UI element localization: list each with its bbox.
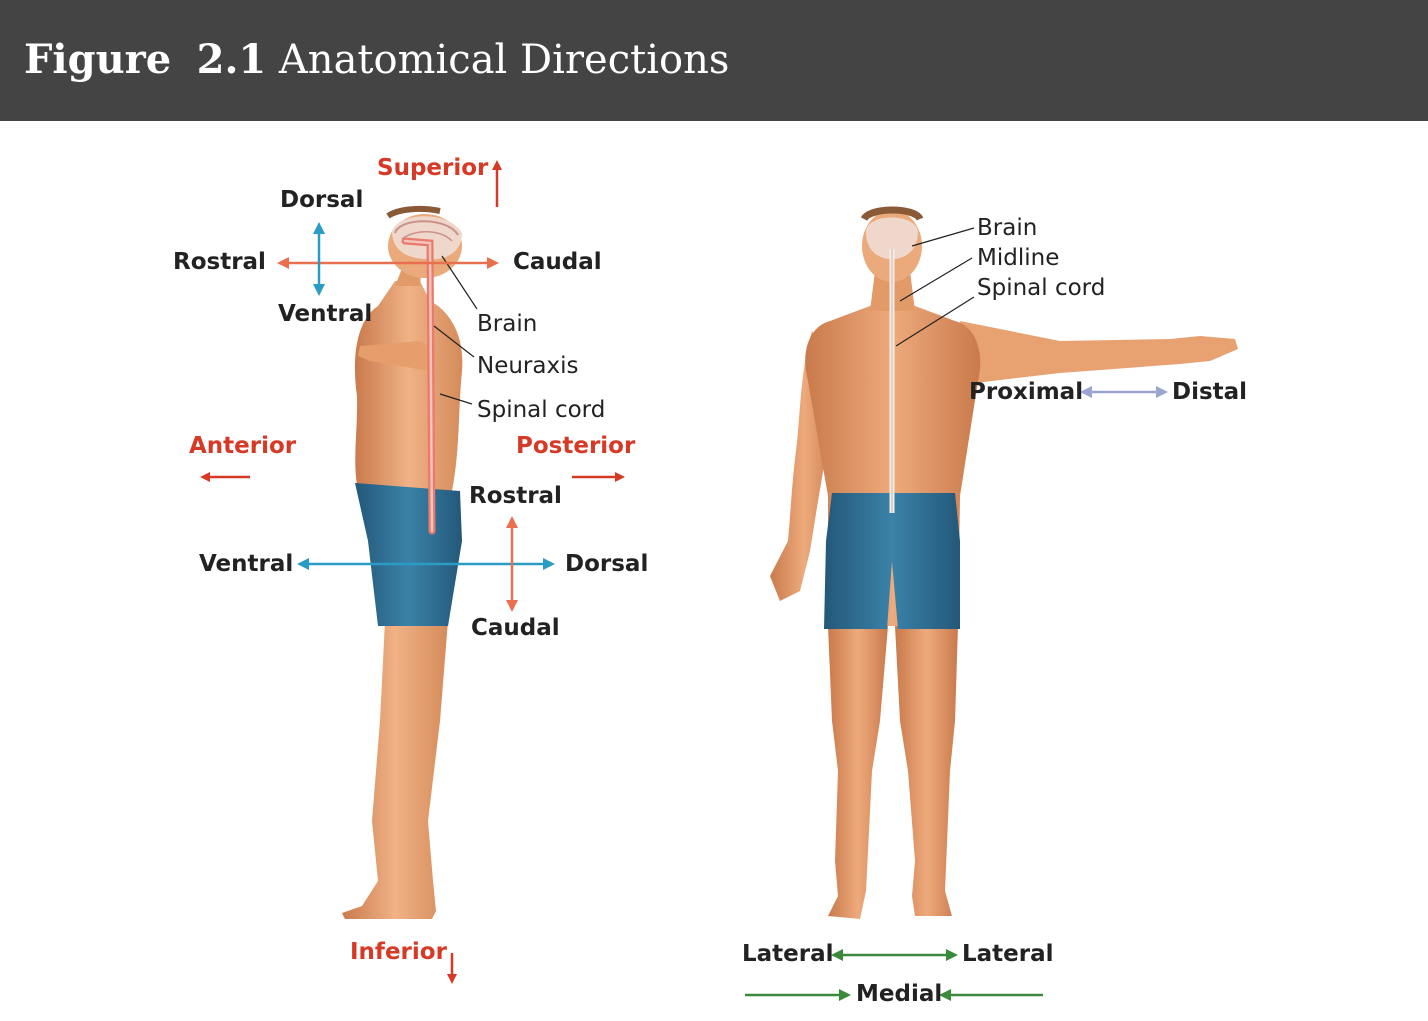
- label-caudal-lower: Caudal: [471, 615, 560, 641]
- side-body-figure: [342, 205, 463, 919]
- label-dorsal-top: Dorsal: [280, 187, 364, 213]
- label-superior: Superior: [377, 155, 489, 181]
- figure-number: 2.1: [196, 36, 267, 83]
- label-ventral-lower: Ventral: [199, 551, 294, 577]
- front-leader-lines: [895, 227, 975, 347]
- figure-word: Figure: [24, 36, 172, 83]
- anatomy-diagram: Superior Dorsal Rostral Caudal Ventral B…: [0, 121, 1428, 1021]
- label-medial: Medial: [856, 981, 943, 1007]
- side-arrows: [200, 160, 625, 984]
- label-neuraxis: Neuraxis: [477, 353, 579, 379]
- label-brain-side: Brain: [477, 311, 538, 337]
- label-proximal: Proximal: [969, 379, 1084, 405]
- label-lateral-right: Lateral: [962, 941, 1054, 967]
- label-posterior: Posterior: [516, 433, 636, 459]
- label-spinal-cord-side: Spinal cord: [477, 397, 606, 423]
- figure-title-text: Anatomical Directions: [278, 37, 730, 83]
- label-spinal-cord-front: Spinal cord: [977, 275, 1106, 301]
- front-body-figure: [770, 206, 1238, 919]
- label-dorsal-lower: Dorsal: [565, 551, 649, 577]
- label-brain-front: Brain: [977, 215, 1038, 241]
- label-rostral-lower: Rostral: [469, 483, 562, 509]
- side-leader-lines: [433, 255, 478, 405]
- label-lateral-left: Lateral: [742, 941, 834, 967]
- label-midline: Midline: [977, 245, 1060, 271]
- figure-header: Figure 2.1 Anatomical Directions: [0, 0, 1428, 121]
- figure-title: Figure 2.1 Anatomical Directions: [24, 34, 729, 86]
- label-caudal-top: Caudal: [513, 249, 602, 275]
- front-arrows: [745, 386, 1168, 1001]
- diagram-artwork: [200, 160, 1238, 1001]
- label-inferior: Inferior: [350, 939, 447, 965]
- label-distal: Distal: [1172, 379, 1248, 405]
- label-ventral-top: Ventral: [278, 301, 373, 327]
- label-rostral-top: Rostral: [173, 249, 266, 275]
- label-anterior: Anterior: [189, 433, 297, 459]
